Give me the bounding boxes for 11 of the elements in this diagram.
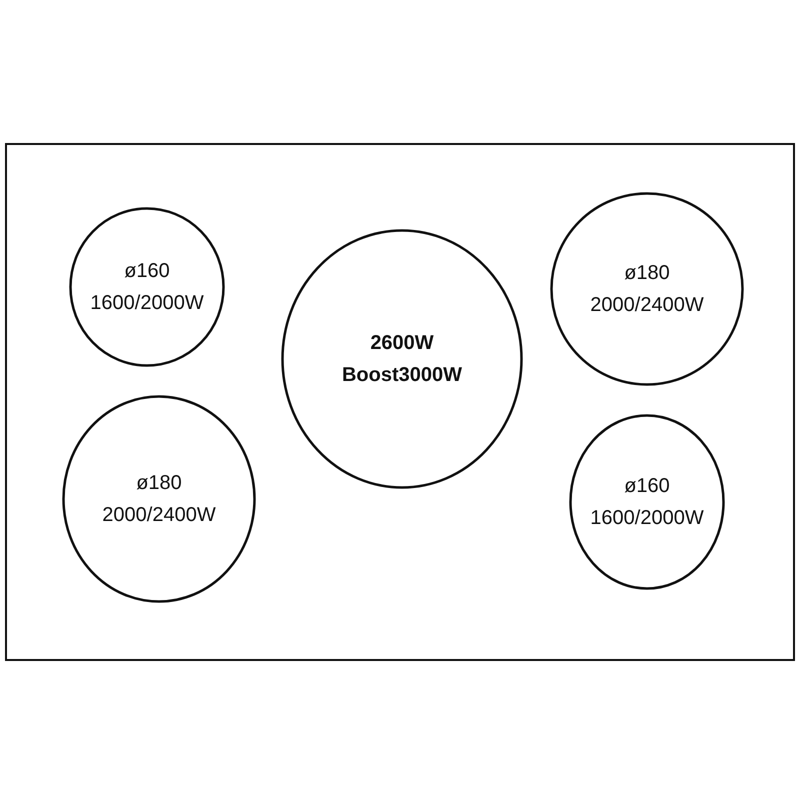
cooktop-outline (5, 143, 795, 661)
power-label: 1600/2000W (90, 291, 204, 316)
power-label: 2000/2400W (102, 503, 216, 528)
zone-label: ø180 (136, 471, 182, 496)
power-label: 2000/2400W (590, 293, 704, 318)
zone-label: 2600W (370, 331, 434, 356)
zone-label: ø160 (624, 474, 670, 499)
power-label: 1600/2000W (590, 506, 704, 531)
zone-label: ø160 (124, 259, 170, 284)
zone-label: ø180 (624, 261, 670, 286)
power-label: Boost3000W (342, 363, 462, 388)
